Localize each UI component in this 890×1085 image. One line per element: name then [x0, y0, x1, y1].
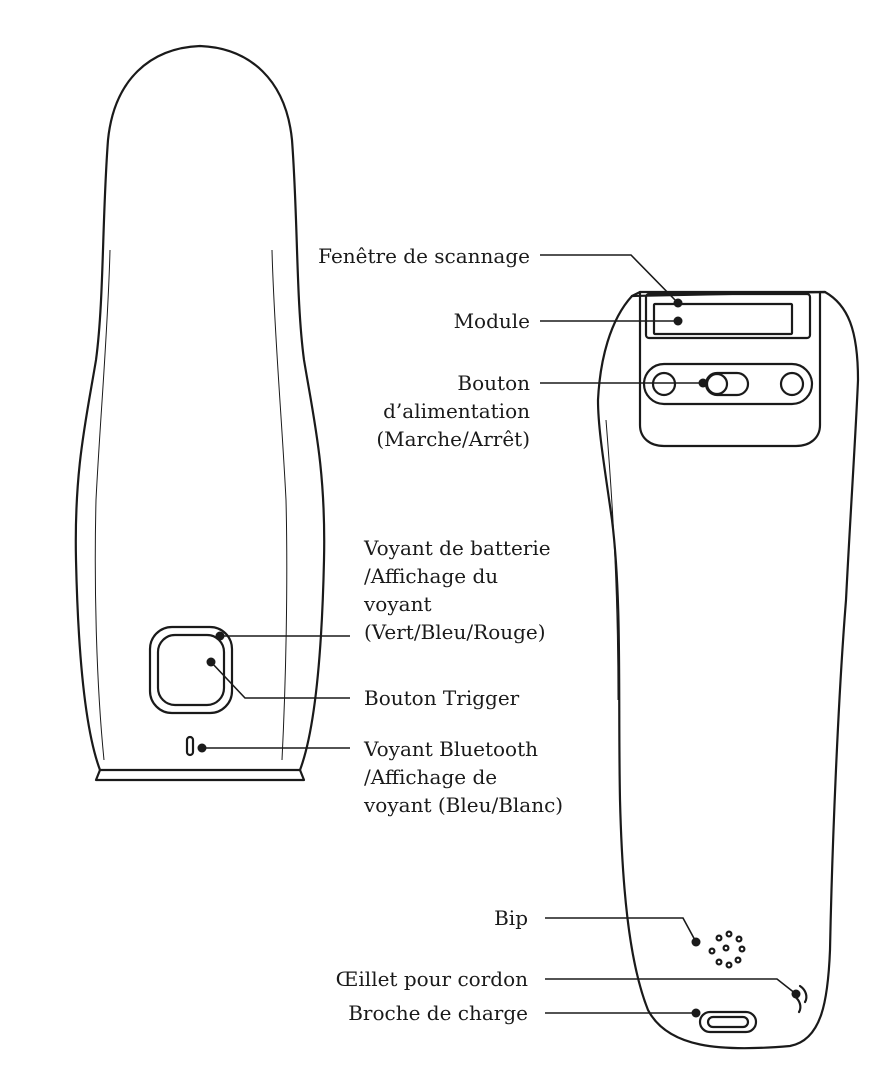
label-battery-line1: Voyant de batterie: [364, 536, 551, 560]
label-battery-line2: /Affichage du: [364, 564, 499, 588]
label-bluetooth-line3: voyant (Bleu/Blanc): [364, 793, 564, 817]
label-power-button-line2: d’alimentation: [383, 399, 530, 423]
label-scan-window: Fenêtre de scannage: [318, 244, 530, 268]
label-lanyard-eyelet: Œillet pour cordon: [335, 967, 528, 991]
label-battery-line4: (Vert/Bleu/Rouge): [364, 620, 546, 644]
bluetooth-indicator-slot: [185, 735, 195, 757]
label-bluetooth-indicator: Voyant Bluetooth /Affichage de voyant (B…: [364, 735, 563, 819]
label-power-button-line3: (Marche/Arrêt): [376, 427, 530, 451]
label-bluetooth-line2: /Affichage de: [364, 765, 498, 789]
label-power-button: Bouton d’alimentation (Marche/Arrêt): [376, 369, 530, 453]
scan-module: [652, 302, 794, 336]
label-battery-line3: voyant: [364, 592, 432, 616]
scanner-front-view: [74, 44, 326, 782]
trigger-button-outer: [148, 625, 234, 715]
label-bluetooth-line1: Voyant Bluetooth: [364, 737, 538, 761]
label-module: Module: [453, 309, 530, 333]
scanner-back-view: [596, 290, 860, 1050]
label-charging-pin: Broche de charge: [348, 1001, 528, 1025]
label-battery-indicator: Voyant de batterie /Affichage du voyant …: [364, 534, 551, 646]
leader-lines: [197, 254, 801, 1018]
beeper-holes: [708, 930, 746, 969]
label-power-button-line1: Bouton: [457, 371, 530, 395]
label-beeper: Bip: [494, 906, 528, 930]
scan-window: [644, 292, 812, 340]
label-trigger-button: Bouton Trigger: [364, 686, 520, 710]
trigger-button-inner: [156, 633, 226, 707]
power-panel: [642, 362, 814, 406]
charging-pin: [698, 1010, 758, 1034]
